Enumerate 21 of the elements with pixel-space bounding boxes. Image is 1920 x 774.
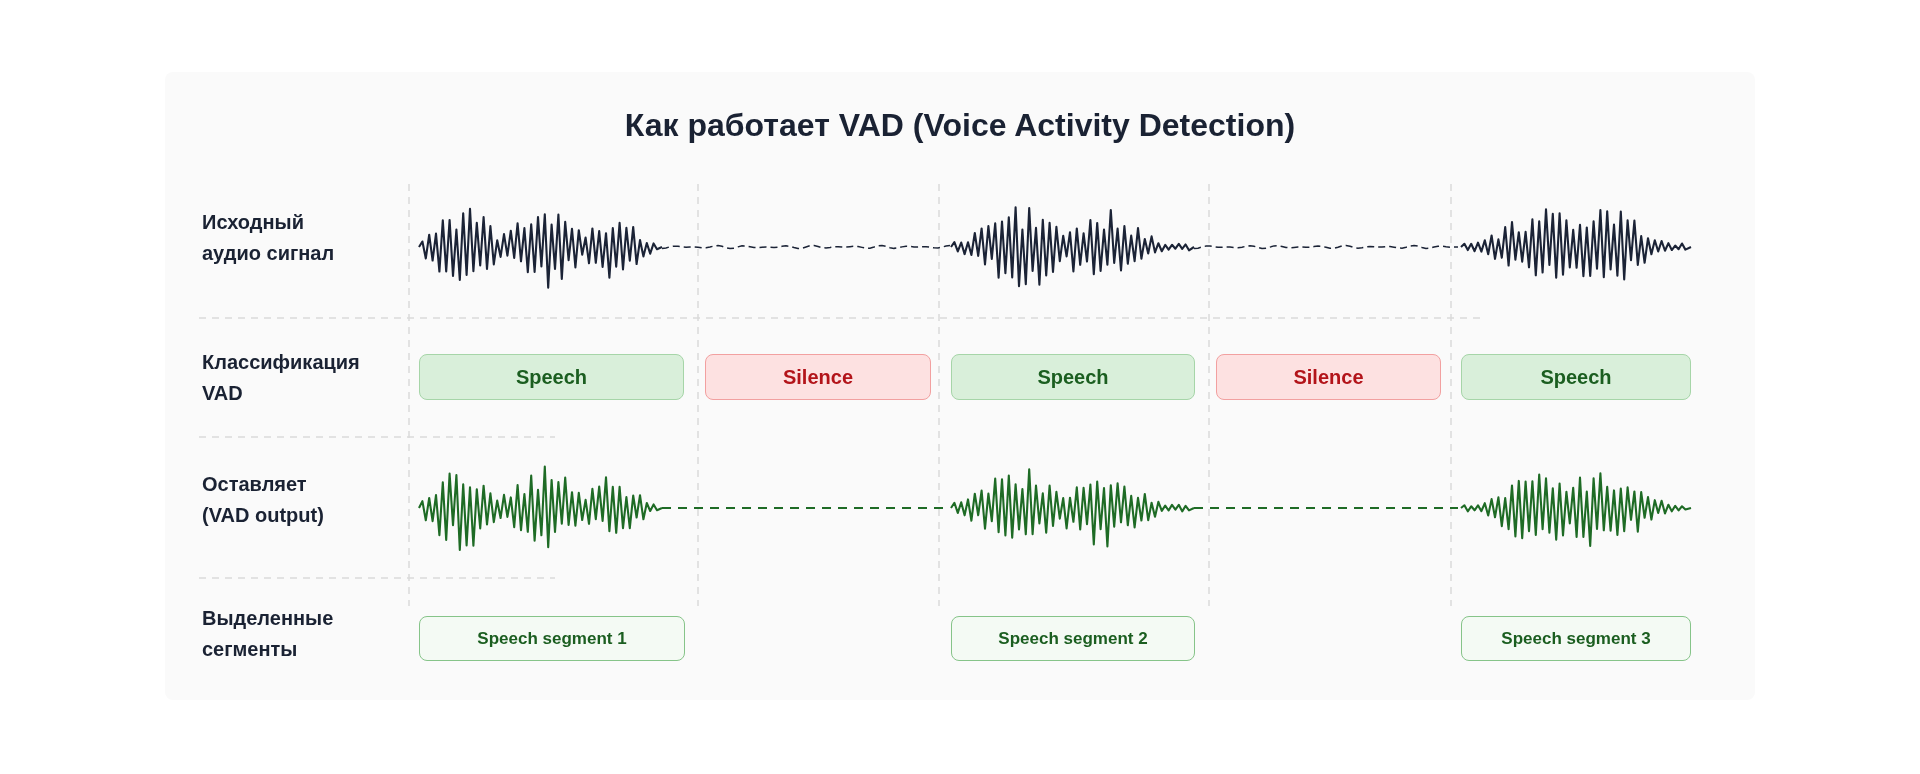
segment-tag bbox=[419, 616, 685, 661]
tag-text: Speech bbox=[515, 365, 588, 389]
row-label: Оставляет (VAD output) bbox=[202, 472, 325, 528]
speech-tag bbox=[419, 354, 684, 400]
tag-text: Silence bbox=[782, 365, 853, 389]
segment-tag bbox=[951, 616, 1195, 661]
segment-tag bbox=[1461, 616, 1691, 661]
tag-text: Speech segment 1 bbox=[477, 628, 627, 649]
tag-text: Silence bbox=[1293, 365, 1364, 389]
speech-tag bbox=[951, 354, 1195, 400]
tag-text: Speech bbox=[1540, 365, 1612, 389]
tag-text: Speech segment 2 bbox=[998, 628, 1148, 649]
row-label: Выделенные сегменты bbox=[202, 606, 335, 662]
silence-tag bbox=[705, 354, 931, 400]
diagram-title: Как работает VAD (Voice Activity Detection) bbox=[624, 106, 1296, 145]
speech-tag bbox=[1461, 354, 1691, 400]
row-label: Исходный аудио сигнал bbox=[202, 210, 336, 266]
tag-text: Speech bbox=[1037, 365, 1109, 389]
row-label: Классификация VAD bbox=[202, 350, 361, 406]
silence-tag bbox=[1216, 354, 1441, 400]
tag-text: Speech segment 3 bbox=[1501, 628, 1651, 649]
